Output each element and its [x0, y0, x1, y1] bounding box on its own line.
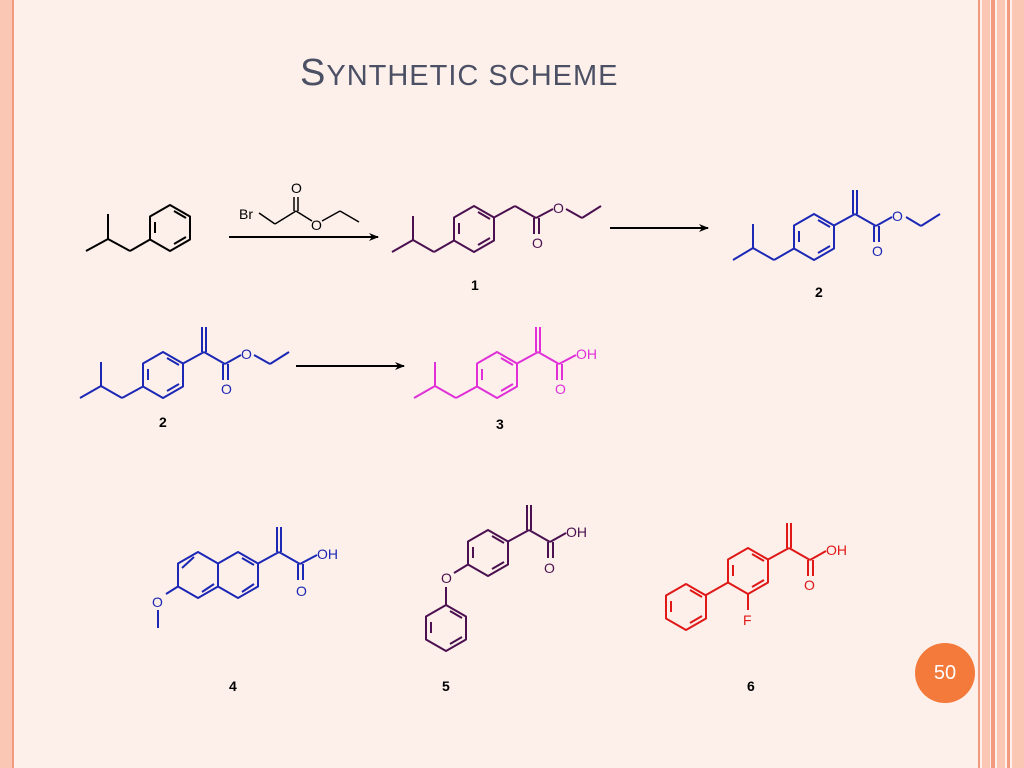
- compound-1-label: 1: [471, 277, 479, 293]
- compound-6-carbonyl-o: O: [804, 577, 815, 593]
- compound-1-carbonyl-o: O: [532, 235, 543, 251]
- left-border-strip: [0, 0, 12, 768]
- compound-5-carbonyl-o: O: [544, 560, 555, 576]
- compound-5-ether-o: O: [441, 570, 452, 586]
- compound-1-structure: [391, 205, 602, 253]
- page-number-badge: 50: [915, 643, 975, 703]
- compound-3-carbonyl-o: O: [555, 381, 566, 397]
- slide-title-initial: S: [300, 52, 327, 94]
- compound-3-structure: [413, 327, 577, 399]
- compound-6-structure: [665, 523, 827, 631]
- reagent-carbonyl-o: O: [291, 180, 302, 196]
- compound-4-methoxy-o: O: [152, 594, 163, 610]
- compound-2-row1-label: 2: [815, 284, 823, 300]
- compound-2-row1-ester-o: O: [892, 208, 903, 224]
- compound-6-fluorine: F: [743, 612, 752, 628]
- ethyl-bromoacetate-reagent: Br O O: [239, 180, 360, 233]
- compound-2-row2-carbonyl-o: O: [221, 381, 232, 397]
- slide-title: Synthetic scheme: [300, 52, 619, 95]
- compound-2-row2-ester-o: O: [241, 346, 252, 362]
- compound-4-structure: [157, 527, 318, 628]
- compound-2-row2-label: 2: [159, 414, 167, 430]
- compound-4-carbonyl-o: O: [296, 583, 307, 599]
- compound-5-label: 5: [442, 678, 450, 694]
- right-border-line-3: [1007, 0, 1010, 768]
- compound-4-oh: OH: [317, 546, 338, 562]
- compound-3-label: 3: [496, 416, 504, 432]
- right-border-strip-2: [997, 0, 1005, 768]
- compound-1-ester-o: O: [553, 200, 564, 216]
- right-border-line-1: [978, 0, 980, 768]
- compound-6-oh: OH: [826, 542, 847, 558]
- compound-3-oh: OH: [576, 346, 597, 362]
- reagent-ester-o: O: [311, 217, 322, 233]
- compound-6-label: 6: [747, 678, 755, 694]
- isobutylbenzene-structure: [85, 204, 191, 252]
- right-border-line-2: [991, 0, 995, 768]
- left-border-line: [12, 0, 14, 768]
- compound-2-structure-row2: [79, 327, 290, 399]
- right-border-strip-3: [1012, 0, 1024, 768]
- compound-4-label: 4: [229, 678, 237, 694]
- reagent-br-label: Br: [239, 206, 253, 222]
- compound-5-structure: [425, 505, 567, 652]
- compound-2-row1-carbonyl-o: O: [872, 243, 883, 259]
- right-border-strip-1: [982, 0, 990, 768]
- slide-title-rest: ynthetic scheme: [326, 60, 619, 92]
- compound-5-oh: OH: [566, 524, 587, 540]
- compound-2-structure-row1: [732, 190, 941, 261]
